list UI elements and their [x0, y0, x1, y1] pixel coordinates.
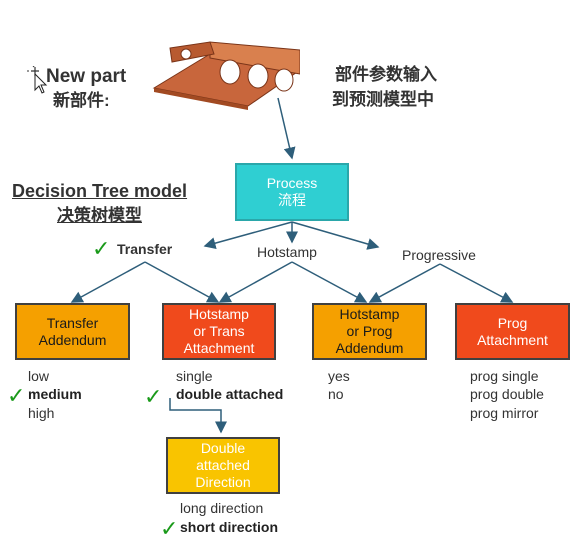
transfer-check-icon: ✓: [92, 236, 111, 261]
medium-check-icon: ✓: [7, 383, 26, 408]
option-prog-mirror: prog mirror: [470, 405, 539, 421]
option-single: single: [176, 368, 213, 384]
option-no: no: [328, 386, 344, 402]
input-caption-line2: 到预测模型中: [332, 90, 434, 109]
part-image: [152, 41, 300, 110]
option-short-direction: short direction: [180, 519, 279, 535]
process-label: Process: [266, 175, 318, 191]
double-attached-direction-label: Double attached Direction: [195, 440, 251, 490]
double-attached-check-icon: ✓: [144, 384, 163, 409]
double-attached-direction-node: Double attached Direction: [166, 437, 280, 494]
cursor-icon: [27, 66, 48, 94]
branch-progressive: Progressive: [402, 247, 476, 263]
option-yes: yes: [328, 368, 350, 384]
option-double-attached: double attached: [176, 386, 284, 402]
short-direction-check-icon: ✓: [160, 516, 179, 541]
prog-attachment-label: Prog Attachment: [477, 314, 548, 348]
diagram-title-cn: 决策树模型: [57, 206, 142, 225]
transfer-addendum-node: Transfer Addendum: [15, 303, 130, 360]
option-long-direction: long direction: [180, 500, 264, 516]
hotstamp-prog-label: Hotstamp or Prog Addendum: [335, 306, 404, 356]
diagram-title: Decision Tree model: [12, 181, 188, 201]
transfer-addendum-label: Transfer Addendum: [38, 314, 107, 348]
option-medium: medium: [28, 386, 82, 402]
branch-transfer: Transfer: [117, 241, 173, 257]
option-high: high: [28, 405, 55, 421]
hotstamp-prog-node: Hotstamp or Prog Addendum: [312, 303, 427, 360]
new-part-label: New part: [46, 66, 127, 87]
hotstamp-trans-node: Hotstamp or Trans Attachment: [162, 303, 276, 360]
process-label-cn: 流程: [277, 192, 306, 208]
input-caption-line1: 部件参数输入: [335, 65, 437, 84]
new-part-label-cn: 新部件:: [53, 91, 110, 110]
branch-hotstamp: Hotstamp: [257, 244, 317, 260]
hotstamp-trans-label: Hotstamp or Trans Attachment: [183, 306, 255, 356]
prog-attachment-node: Prog Attachment: [455, 303, 570, 360]
option-low: low: [28, 368, 50, 384]
option-prog-double: prog double: [470, 386, 544, 402]
option-prog-single: prog single: [470, 368, 539, 384]
